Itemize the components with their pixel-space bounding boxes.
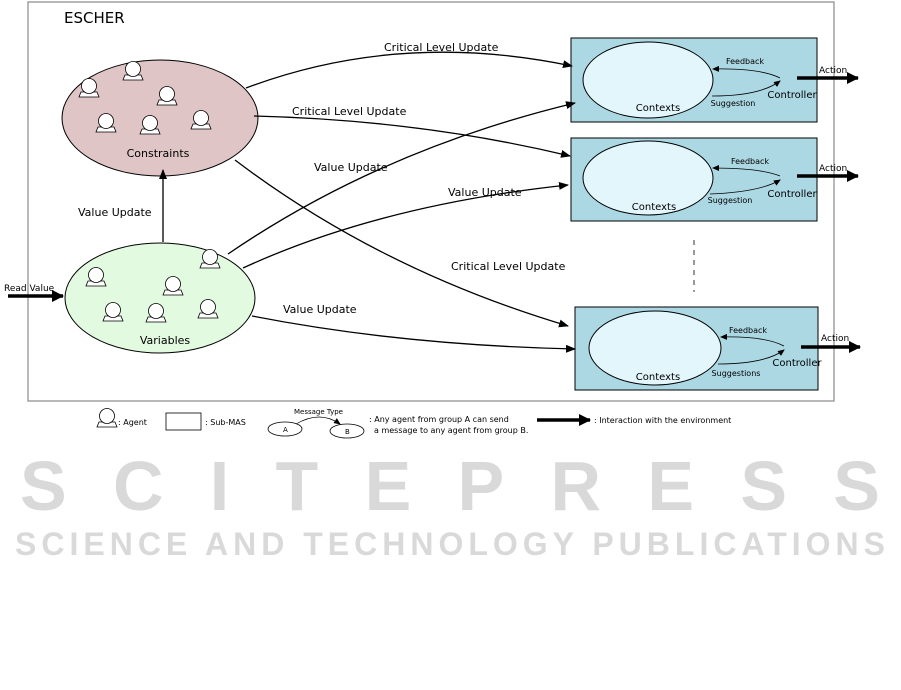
svg-text:Value Update: Value Update <box>314 161 388 174</box>
svg-text:Controller: Controller <box>767 90 817 101</box>
escher-title: ESCHER <box>64 9 125 27</box>
svg-text:Contexts: Contexts <box>636 372 680 383</box>
svg-text:Action: Action <box>819 66 847 76</box>
svg-text:: Any agent from group A can s: : Any agent from group A can send <box>369 415 509 424</box>
svg-text:Read Value: Read Value <box>4 284 55 294</box>
submas-1: Contexts Controller Feedback Suggestion … <box>570 37 859 123</box>
svg-text:Controller: Controller <box>767 189 817 200</box>
variables-group: Variables <box>64 242 256 354</box>
svg-text:Critical Level Update: Critical Level Update <box>451 260 566 273</box>
svg-text:Feedback: Feedback <box>726 57 764 66</box>
svg-text:: Interaction with the environ: : Interaction with the environment <box>594 416 731 425</box>
svg-text:Value Update: Value Update <box>78 206 152 219</box>
svg-text:Action: Action <box>819 164 847 174</box>
svg-text:Critical Level Update: Critical Level Update <box>384 41 499 54</box>
svg-text:SCITEPRESS: SCITEPRESS <box>20 447 880 525</box>
svg-text:Value Update: Value Update <box>283 303 357 316</box>
submas-3: Contexts Controller Feedback Suggestions… <box>574 306 861 391</box>
svg-text:Contexts: Contexts <box>636 103 680 114</box>
svg-text:A: A <box>283 426 288 434</box>
svg-text:SCIENCE AND TECHNOLOGY PUBLICA: SCIENCE AND TECHNOLOGY PUBLICATIONS <box>15 526 885 562</box>
escher-frame <box>27 1 835 402</box>
watermark: SCITEPRESS SCIENCE AND TECHNOLOGY PUBLIC… <box>15 447 885 562</box>
constraints-group: Constraints <box>61 59 259 177</box>
svg-text:Message Type: Message Type <box>294 408 343 416</box>
svg-text:Variables: Variables <box>140 334 191 347</box>
svg-text:Suggestion: Suggestion <box>708 196 753 205</box>
svg-text:Constraints: Constraints <box>127 147 190 160</box>
svg-text:: Sub-MAS: : Sub-MAS <box>205 418 246 427</box>
svg-text:: Agent: : Agent <box>118 418 147 427</box>
svg-text:Feedback: Feedback <box>729 326 767 335</box>
svg-text:Suggestion: Suggestion <box>711 99 756 108</box>
arrow-labels: Critical Level Update Critical Level Upd… <box>4 41 566 316</box>
svg-text:Feedback: Feedback <box>731 157 769 166</box>
svg-text:Contexts: Contexts <box>632 202 676 213</box>
svg-text:B: B <box>345 428 350 436</box>
submas-2: Contexts Controller Feedback Suggestion … <box>570 137 859 222</box>
svg-text:a message to any agent from gr: a message to any agent from group B. <box>374 426 528 435</box>
svg-text:Suggestions: Suggestions <box>712 369 761 378</box>
svg-text:Value Update: Value Update <box>448 186 522 199</box>
message-arrows <box>159 51 576 353</box>
svg-text:Action: Action <box>821 334 849 344</box>
svg-text:Critical Level Update: Critical Level Update <box>292 105 407 118</box>
legend: : Agent : Sub-MAS A B Message Type : Any… <box>96 408 731 439</box>
svg-text:Controller: Controller <box>772 358 822 369</box>
